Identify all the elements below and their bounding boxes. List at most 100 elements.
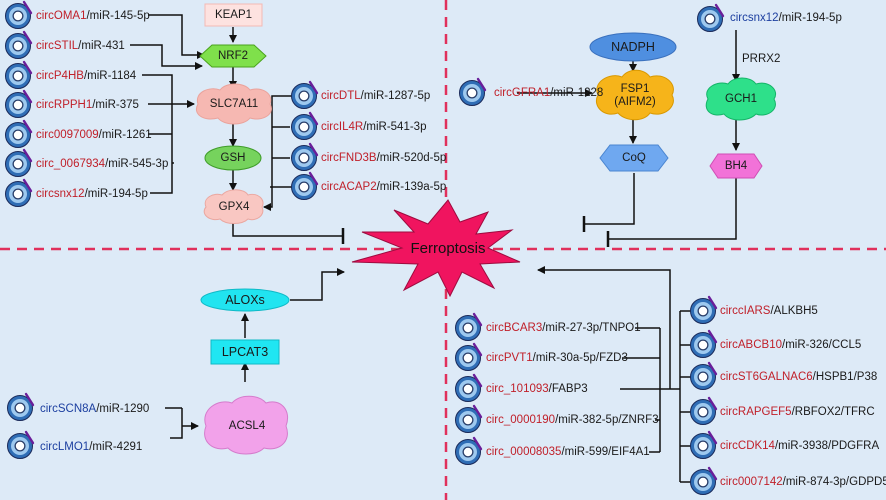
coq-node (599, 144, 669, 172)
circ-target: /miR-3938/PDGFRA (774, 440, 880, 452)
circular-rna-icon (6, 430, 35, 460)
ferroptosis-label: Ferroptosis (410, 239, 486, 257)
circular-rna-icon (290, 142, 319, 172)
circ-name: circIL4R (321, 121, 364, 133)
circ-name: circcIARS (720, 305, 771, 317)
keap1-label: KEAP1 (214, 8, 253, 21)
circ-target: /miR-1290 (96, 403, 150, 415)
circular-rna-icon (290, 80, 319, 110)
circ-label-lmo1: circLMO1/miR-4291 (40, 440, 142, 454)
circ-name: circSCN8A (40, 403, 97, 415)
circular-rna-icon (458, 77, 487, 107)
lpcat3-label: LPCAT3 (221, 344, 269, 359)
nrf2-label: NRF2 (217, 49, 249, 62)
circ-target: /miR-145-5p (86, 10, 150, 22)
circular-rna-icon (4, 60, 33, 90)
circ-label-rpph1: circRPPH1/miR-375 (36, 98, 139, 112)
circ-label-0097009: circ0097009/miR-1261 (36, 128, 152, 142)
circ-target: /miR-375 (92, 99, 139, 111)
acsl4-label: ACSL4 (228, 419, 266, 432)
fsp1-label: FSP1 (AIFM2) (594, 78, 676, 114)
circ-target: /miR-1261 (98, 129, 152, 141)
circ-label-0000190: circ_0000190/miR-382-5p/ZNRF3 (486, 413, 659, 427)
acsl4-node (204, 395, 288, 455)
circular-rna-icon (290, 171, 319, 201)
circ-name: circsnx12 (730, 12, 779, 24)
circ-name: circ0097009 (36, 129, 99, 141)
circ-name: circ_101093 (486, 383, 549, 395)
circular-rna-icon (454, 373, 483, 403)
gch1-label: GCH1 (725, 92, 757, 105)
circ-target: /miR-194-5p (778, 12, 842, 24)
circ-label-0067934: circ_0067934/miR-545-3p (36, 157, 168, 171)
gpx4-node (203, 189, 264, 224)
circ-name: circPVT1 (486, 352, 533, 364)
circular-rna-icon (696, 3, 725, 33)
circular-rna-icon (689, 430, 718, 460)
gpx4-label: GPX4 (218, 201, 250, 213)
circ-label-omarow: circOMA1/miR-145-5p (36, 9, 150, 23)
circ-label-gfra1: circGFRA1/miR-1228 (494, 86, 603, 100)
circ-name: circ_0067934 (36, 158, 106, 170)
circ-name: circDTL (321, 90, 361, 102)
circular-rna-icon (290, 111, 319, 141)
circ-label-0007142: circ0007142/miR-874-3p/GDPD5 (720, 475, 886, 489)
circ-target: /RBFOX2/TFRC (791, 406, 875, 418)
circ-target: /miR-4291 (89, 441, 143, 453)
circ-target: /miR-874-3p/GDPD5 (782, 476, 886, 488)
slc7a11-node (196, 83, 272, 125)
aifm2-text: (AIFM2) (614, 96, 656, 108)
nadph-label: NADPH (611, 39, 655, 54)
circular-rna-icon (6, 392, 35, 422)
circ-name: circ0007142 (720, 476, 783, 488)
prrx2-label: PRRX2 (742, 53, 781, 65)
fsp1-node (596, 69, 674, 121)
circ-name: circFND3B (321, 152, 377, 164)
bh4-label: BH4 (724, 159, 748, 172)
circ-label-101093: circ_101093/FABP3 (486, 382, 588, 396)
coq-label: CoQ (622, 151, 646, 164)
circ-target: /HSPB1/P38 (812, 371, 878, 383)
circ-label-rapgef5: circRAPGEF5/RBFOX2/TFRC (720, 405, 875, 419)
circ-target: /miR-194-5p (84, 188, 148, 200)
circ-target: /miR-599/EIF4A1 (561, 446, 650, 458)
circ-target: /miR-30a-5p/FZD3 (532, 352, 628, 364)
circ-target: /miR-541-3p (363, 121, 427, 133)
circ-label-abcb10: circABCB10/miR-326/CCL5 (720, 338, 861, 352)
circ-target: /miR-545-3p (105, 158, 169, 170)
circular-rna-icon (454, 404, 483, 434)
gsh-label: GSH (220, 151, 246, 164)
fsp1-text: FSP1 (620, 83, 650, 95)
alox-label: ALOXs (225, 292, 265, 307)
nadph-node (589, 32, 677, 62)
circ-label-il4r: circIL4R/miR-541-3p (321, 120, 426, 134)
circ-label-stil: circSTIL/miR-431 (36, 39, 125, 53)
circ-label-snx12-right: circsnx12/miR-194-5p (730, 11, 842, 25)
circ-label-pvt1: circPVT1/miR-30a-5p/FZD3 (486, 351, 628, 365)
circ-target: /miR-139a-5p (376, 181, 447, 193)
circ-label-fnd3b: circFND3B/miR-520d-5p (321, 151, 446, 165)
circ-name: circOMA1 (36, 10, 87, 22)
circ-label-dtl: circDTL/miR-1287-5p (321, 89, 430, 103)
circ-name: circ_0000190 (486, 414, 556, 426)
circular-rna-icon (4, 119, 33, 149)
circ-name: circST6GALNAC6 (720, 371, 813, 383)
circular-rna-icon (4, 0, 33, 30)
circ-name: circLMO1 (40, 441, 90, 453)
circular-rna-icon (689, 329, 718, 359)
gsh-node (204, 145, 262, 171)
nrf2-node (199, 44, 267, 68)
alox-node (200, 288, 290, 312)
lpcat3-node (210, 339, 280, 365)
circular-rna-icon (689, 361, 718, 391)
circ-name: circGFRA1 (494, 87, 551, 99)
circ-target: /miR-326/CCL5 (782, 339, 862, 351)
circ-name: circBCAR3 (486, 322, 543, 334)
circular-rna-icon (4, 89, 33, 119)
circ-target: /ALKBH5 (770, 305, 818, 317)
bh4-node (709, 153, 763, 179)
circ-target: /miR-27-3p/TNPO1 (542, 322, 641, 334)
circ-target: /miR-1228 (550, 87, 604, 99)
